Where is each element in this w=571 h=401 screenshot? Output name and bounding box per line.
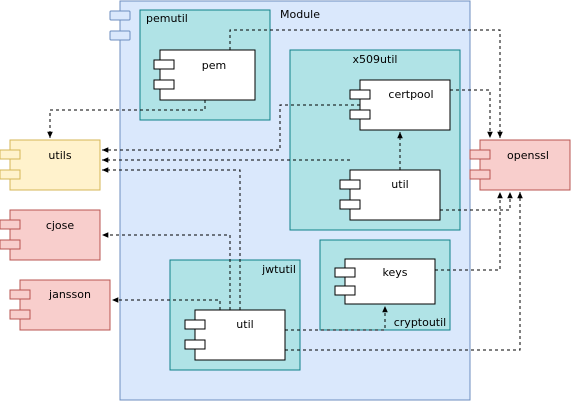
package-label-jwtutil: jwtutil	[261, 263, 296, 276]
edge-jwtutil-openssl	[285, 192, 523, 351]
component-port-icon	[339, 199, 361, 210]
component-pem[interactable]: pem	[153, 49, 256, 101]
edge-certpool-openssl	[450, 89, 493, 138]
edge-jwtutil-keys	[285, 306, 388, 331]
external-openssl[interactable]: openssl	[469, 139, 571, 191]
edge-jwtutil-cjose	[102, 232, 231, 310]
edge-keys-openssl	[435, 192, 503, 271]
component-port-icon	[339, 179, 361, 190]
component-port-icon	[349, 89, 371, 100]
component-port-icon	[334, 267, 356, 278]
module-label: Module	[280, 8, 320, 21]
package-label-cryptoutil: cryptoutil	[394, 316, 447, 329]
component-port-icon	[153, 59, 175, 70]
package-x509util[interactable]: x509util certpool util	[289, 49, 461, 231]
component-port-icon	[184, 319, 206, 330]
component-label-pem: pem	[202, 59, 226, 72]
component-port-icon	[469, 169, 491, 180]
external-label-utils: utils	[48, 149, 71, 162]
edge-jwtutil-utils	[102, 167, 241, 310]
external-label-cjose: cjose	[46, 219, 75, 232]
component-port-icon	[334, 285, 356, 296]
package-label-x509util: x509util	[353, 53, 398, 66]
module-port-icon	[109, 10, 131, 21]
dependency-edges	[47, 29, 523, 351]
component-x509-util[interactable]: util	[339, 169, 441, 221]
component-port-icon	[349, 109, 371, 120]
edge-pem-openssl	[229, 29, 503, 138]
component-port-icon	[9, 289, 31, 300]
edge-certpool-utils	[102, 104, 360, 153]
component-label-jwt-util: util	[236, 318, 253, 331]
component-keys[interactable]: keys	[334, 258, 436, 305]
component-label-keys: keys	[383, 266, 408, 279]
package-label-pemutil: pemutil	[146, 12, 188, 25]
component-port-icon	[0, 239, 21, 250]
component-port-icon	[0, 169, 21, 180]
component-port-icon	[9, 309, 31, 320]
external-cjose[interactable]: cjose	[0, 209, 101, 261]
component-port-icon	[0, 219, 21, 230]
external-jansson[interactable]: jansson	[9, 279, 111, 331]
package-cryptoutil[interactable]: cryptoutil keys	[319, 239, 451, 331]
component-port-icon	[469, 149, 491, 160]
package-pemutil[interactable]: pemutil pem	[139, 9, 271, 121]
external-label-openssl: openssl	[507, 149, 549, 162]
component-certpool[interactable]: certpool	[349, 79, 451, 131]
component-port-icon	[153, 79, 175, 90]
component-label-x509-util: util	[391, 178, 408, 191]
component-port-icon	[184, 339, 206, 350]
module-port-icon	[109, 30, 131, 41]
component-jwt-util[interactable]: util	[184, 309, 286, 361]
package-jwtutil[interactable]: jwtutil util	[169, 259, 301, 371]
component-port-icon	[0, 149, 21, 160]
external-utils[interactable]: utils	[0, 139, 101, 191]
external-label-jansson: jansson	[48, 288, 91, 301]
component-label-certpool: certpool	[388, 88, 433, 101]
